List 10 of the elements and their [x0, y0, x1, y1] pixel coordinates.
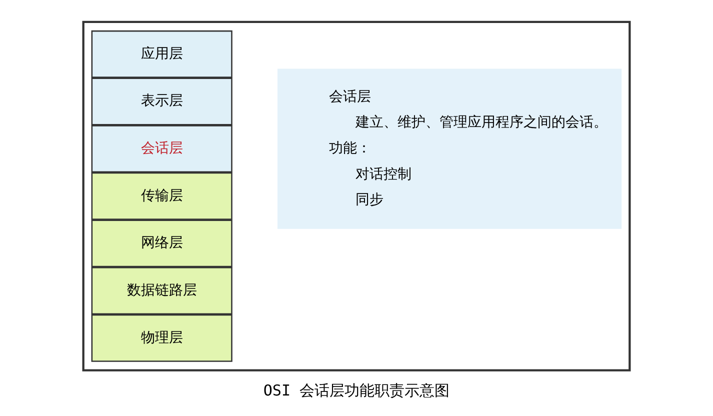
node-box: 网络层: [91, 219, 232, 267]
node-box: 应用层: [91, 30, 232, 78]
node-box: 物理层: [91, 314, 232, 362]
node-box: 数据链路层: [91, 266, 232, 314]
node-box: 表示层: [91, 77, 232, 125]
node-box: 会话层: [91, 124, 232, 172]
caption: OSI 会话层功能职责示意图: [263, 380, 450, 399]
cluster: [82, 20, 631, 371]
node-box: 会话层 建立、维护、管理应用程序之间的会话。 功能： 对话控制 同步: [277, 68, 622, 228]
node-box: 传输层: [91, 172, 232, 220]
